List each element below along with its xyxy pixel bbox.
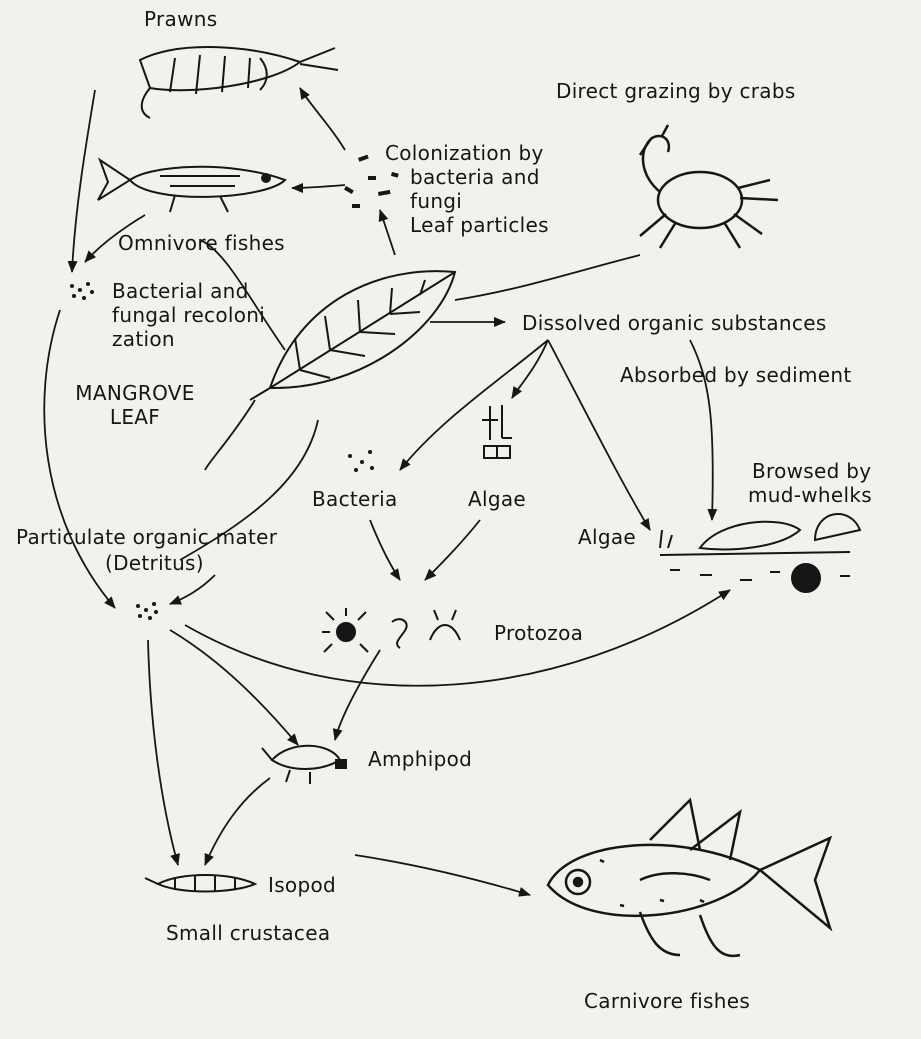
recolonization-label-1: Bacterial and (112, 278, 249, 304)
arrow-leaf-to-particulate (205, 400, 255, 470)
isopod-label: Isopod (268, 872, 336, 898)
crab-illustration (640, 125, 778, 248)
protozoa-label: Protozoa (494, 620, 583, 646)
arrow-amphipod-to-isopod (205, 778, 270, 865)
arrow-leaf-to-crabs (455, 255, 640, 300)
colonization-label-4: Leaf particles (410, 212, 549, 238)
bacteria-label: Bacteria (312, 486, 398, 512)
mangrove-label: MANGROVE (75, 380, 195, 406)
arrow-detritus-to-mudwhelks (185, 590, 730, 686)
detritus-label: (Detritus) (105, 550, 204, 576)
carnivore-fish-illustration (548, 800, 830, 956)
dissolved-label: Dissolved organic substances (522, 310, 827, 336)
arrow-detritus-to-isopod (148, 640, 178, 865)
mangrove-leaf-illustration (250, 271, 455, 400)
arrow-detritus-to-amphipod (170, 630, 298, 745)
colonization-label-3: fungi (410, 188, 462, 214)
omnivore-fishes-label: Omnivore fishes (118, 230, 285, 256)
recolonization-label-3: zation (112, 326, 175, 352)
amphipod-label: Amphipod (368, 746, 472, 772)
algae-center-label: Algae (468, 486, 526, 512)
prawns-label: Prawns (144, 6, 217, 32)
direct-grazing-label: Direct grazing by crabs (556, 78, 796, 104)
carnivore-fishes-label: Carnivore fishes (584, 988, 750, 1014)
arrow-particulate-label-to-detritus (170, 575, 215, 604)
arrow-colonization-to-fishes (292, 185, 345, 188)
protozoa-illustration (322, 608, 460, 652)
arrow-isopod-to-carnivore (355, 855, 530, 895)
algae-right-label: Algae (578, 524, 636, 550)
amphipod-illustration (262, 746, 346, 784)
leaf-label: LEAF (75, 404, 195, 430)
prawn-illustration (140, 47, 338, 118)
arrow-colonization-to-prawns (300, 88, 345, 150)
particulate-label: Particulate organic mater (16, 524, 277, 550)
absorbed-label: Absorbed by sediment (620, 362, 851, 388)
arrow-protozoa-to-amphipod (335, 650, 380, 740)
mud-whelks-illustration (660, 514, 860, 592)
recolonization-label-2: fungal recoloni (112, 302, 265, 328)
browsed-label-2: mud-whelks (748, 482, 872, 508)
small-crustacea-label: Small crustacea (166, 920, 330, 946)
arrow-leaf-to-particles (380, 210, 395, 255)
arrow-dissolved-to-algae (512, 340, 548, 398)
isopod-illustration (145, 875, 255, 892)
arrow-prawns-to-recolonization (72, 90, 95, 272)
arrow-bacteria-to-protozoa (370, 520, 400, 580)
arrow-dissolved-to-bacteria (400, 340, 548, 470)
omnivore-fish-illustration (98, 160, 285, 212)
algae-illustration (482, 405, 512, 458)
colonization-label-2: bacteria and (410, 164, 540, 190)
colonization-label-1: Colonization by (385, 140, 544, 166)
arrow-algae-to-protozoa (425, 520, 480, 580)
browsed-label-1: Browsed by (752, 458, 871, 484)
